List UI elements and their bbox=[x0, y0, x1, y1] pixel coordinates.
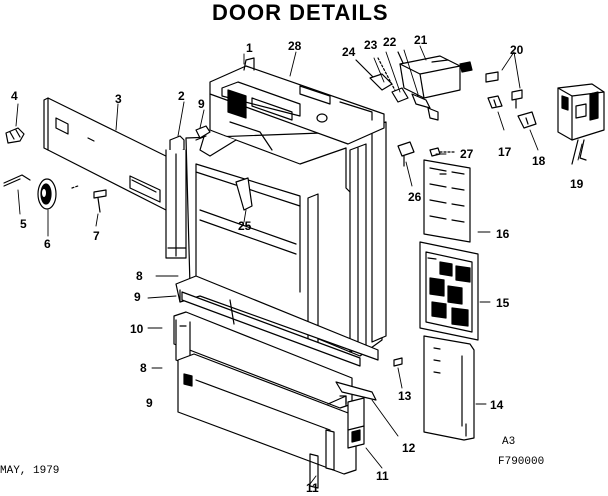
part-24-latch-arm bbox=[355, 59, 393, 91]
callout-3: 3 bbox=[115, 92, 122, 106]
callout-5: 5 bbox=[20, 217, 27, 231]
revision-date: MAY, 1979 bbox=[0, 465, 60, 477]
callout-7: 7 bbox=[93, 229, 100, 243]
part-26-bracket bbox=[397, 141, 415, 167]
part-19-door-switch bbox=[557, 83, 605, 165]
callout-2: 2 bbox=[178, 89, 185, 103]
part-23-latch-spring bbox=[377, 57, 409, 103]
callout-13: 13 bbox=[398, 389, 412, 403]
callout-8-lower: 8 bbox=[140, 361, 147, 375]
callout-17: 17 bbox=[498, 145, 512, 159]
figure-id: F790000 bbox=[498, 456, 545, 468]
callout-15: 15 bbox=[496, 296, 510, 310]
sheet-code: A3 bbox=[502, 436, 516, 448]
part-9-liner-strip bbox=[181, 291, 361, 367]
part-2-hinge-bracket bbox=[165, 135, 187, 259]
callout-28: 28 bbox=[288, 39, 302, 53]
callout-26: 26 bbox=[408, 190, 422, 204]
page-title: DOOR DETAILS bbox=[212, 0, 389, 25]
callout-12: 12 bbox=[402, 441, 416, 455]
part-6-dial-knob bbox=[37, 178, 57, 210]
part-28-console-housing bbox=[199, 57, 385, 193]
part-11-side-rail bbox=[347, 397, 365, 449]
callout-9-lower: 9 bbox=[146, 396, 153, 410]
callout-14: 14 bbox=[490, 398, 504, 412]
part-20-screws bbox=[459, 61, 523, 109]
callout-6: 6 bbox=[44, 237, 51, 251]
part-4-clip bbox=[5, 127, 25, 144]
callout-22: 22 bbox=[383, 35, 397, 49]
callout-11-bottom: 11 bbox=[306, 481, 319, 495]
part-15-front-panel bbox=[419, 241, 479, 341]
part-13-screw bbox=[393, 357, 403, 367]
callout-4: 4 bbox=[11, 89, 18, 103]
callout-8-upper: 8 bbox=[136, 269, 143, 283]
part-8-door-panel-upper bbox=[175, 275, 379, 361]
callout-20: 20 bbox=[510, 43, 524, 57]
callout-10: 10 bbox=[130, 322, 144, 336]
callout-25: 25 bbox=[238, 219, 252, 233]
part-7-screw bbox=[71, 185, 107, 213]
part-18-clip bbox=[517, 111, 537, 129]
callout-9-top: 9 bbox=[198, 97, 205, 111]
part-9-hinge-clip bbox=[195, 125, 211, 141]
part-5-spring bbox=[3, 174, 31, 187]
callout-24: 24 bbox=[342, 45, 356, 59]
callout-16: 16 bbox=[496, 227, 510, 241]
part-25-bracket bbox=[235, 177, 253, 211]
part-17-clip bbox=[487, 95, 503, 109]
callout-19: 19 bbox=[570, 177, 584, 191]
part-3-panel-trim bbox=[43, 97, 179, 213]
part-12-stiffener bbox=[335, 381, 377, 405]
callout-1: 1 bbox=[246, 41, 253, 55]
callout-27: 27 bbox=[460, 147, 474, 161]
callout-9-middle: 9 bbox=[134, 290, 141, 304]
callout-21: 21 bbox=[414, 33, 428, 47]
callout-11-right: 11 bbox=[376, 469, 389, 483]
part-14-trim-panel bbox=[423, 335, 475, 441]
callout-18: 18 bbox=[532, 154, 546, 168]
callout-23: 23 bbox=[364, 38, 378, 52]
part-27-screw bbox=[429, 147, 457, 157]
part-21-door-latch bbox=[399, 55, 461, 99]
part-16-panel-insert bbox=[423, 159, 471, 243]
leader-lines bbox=[15, 45, 583, 485]
